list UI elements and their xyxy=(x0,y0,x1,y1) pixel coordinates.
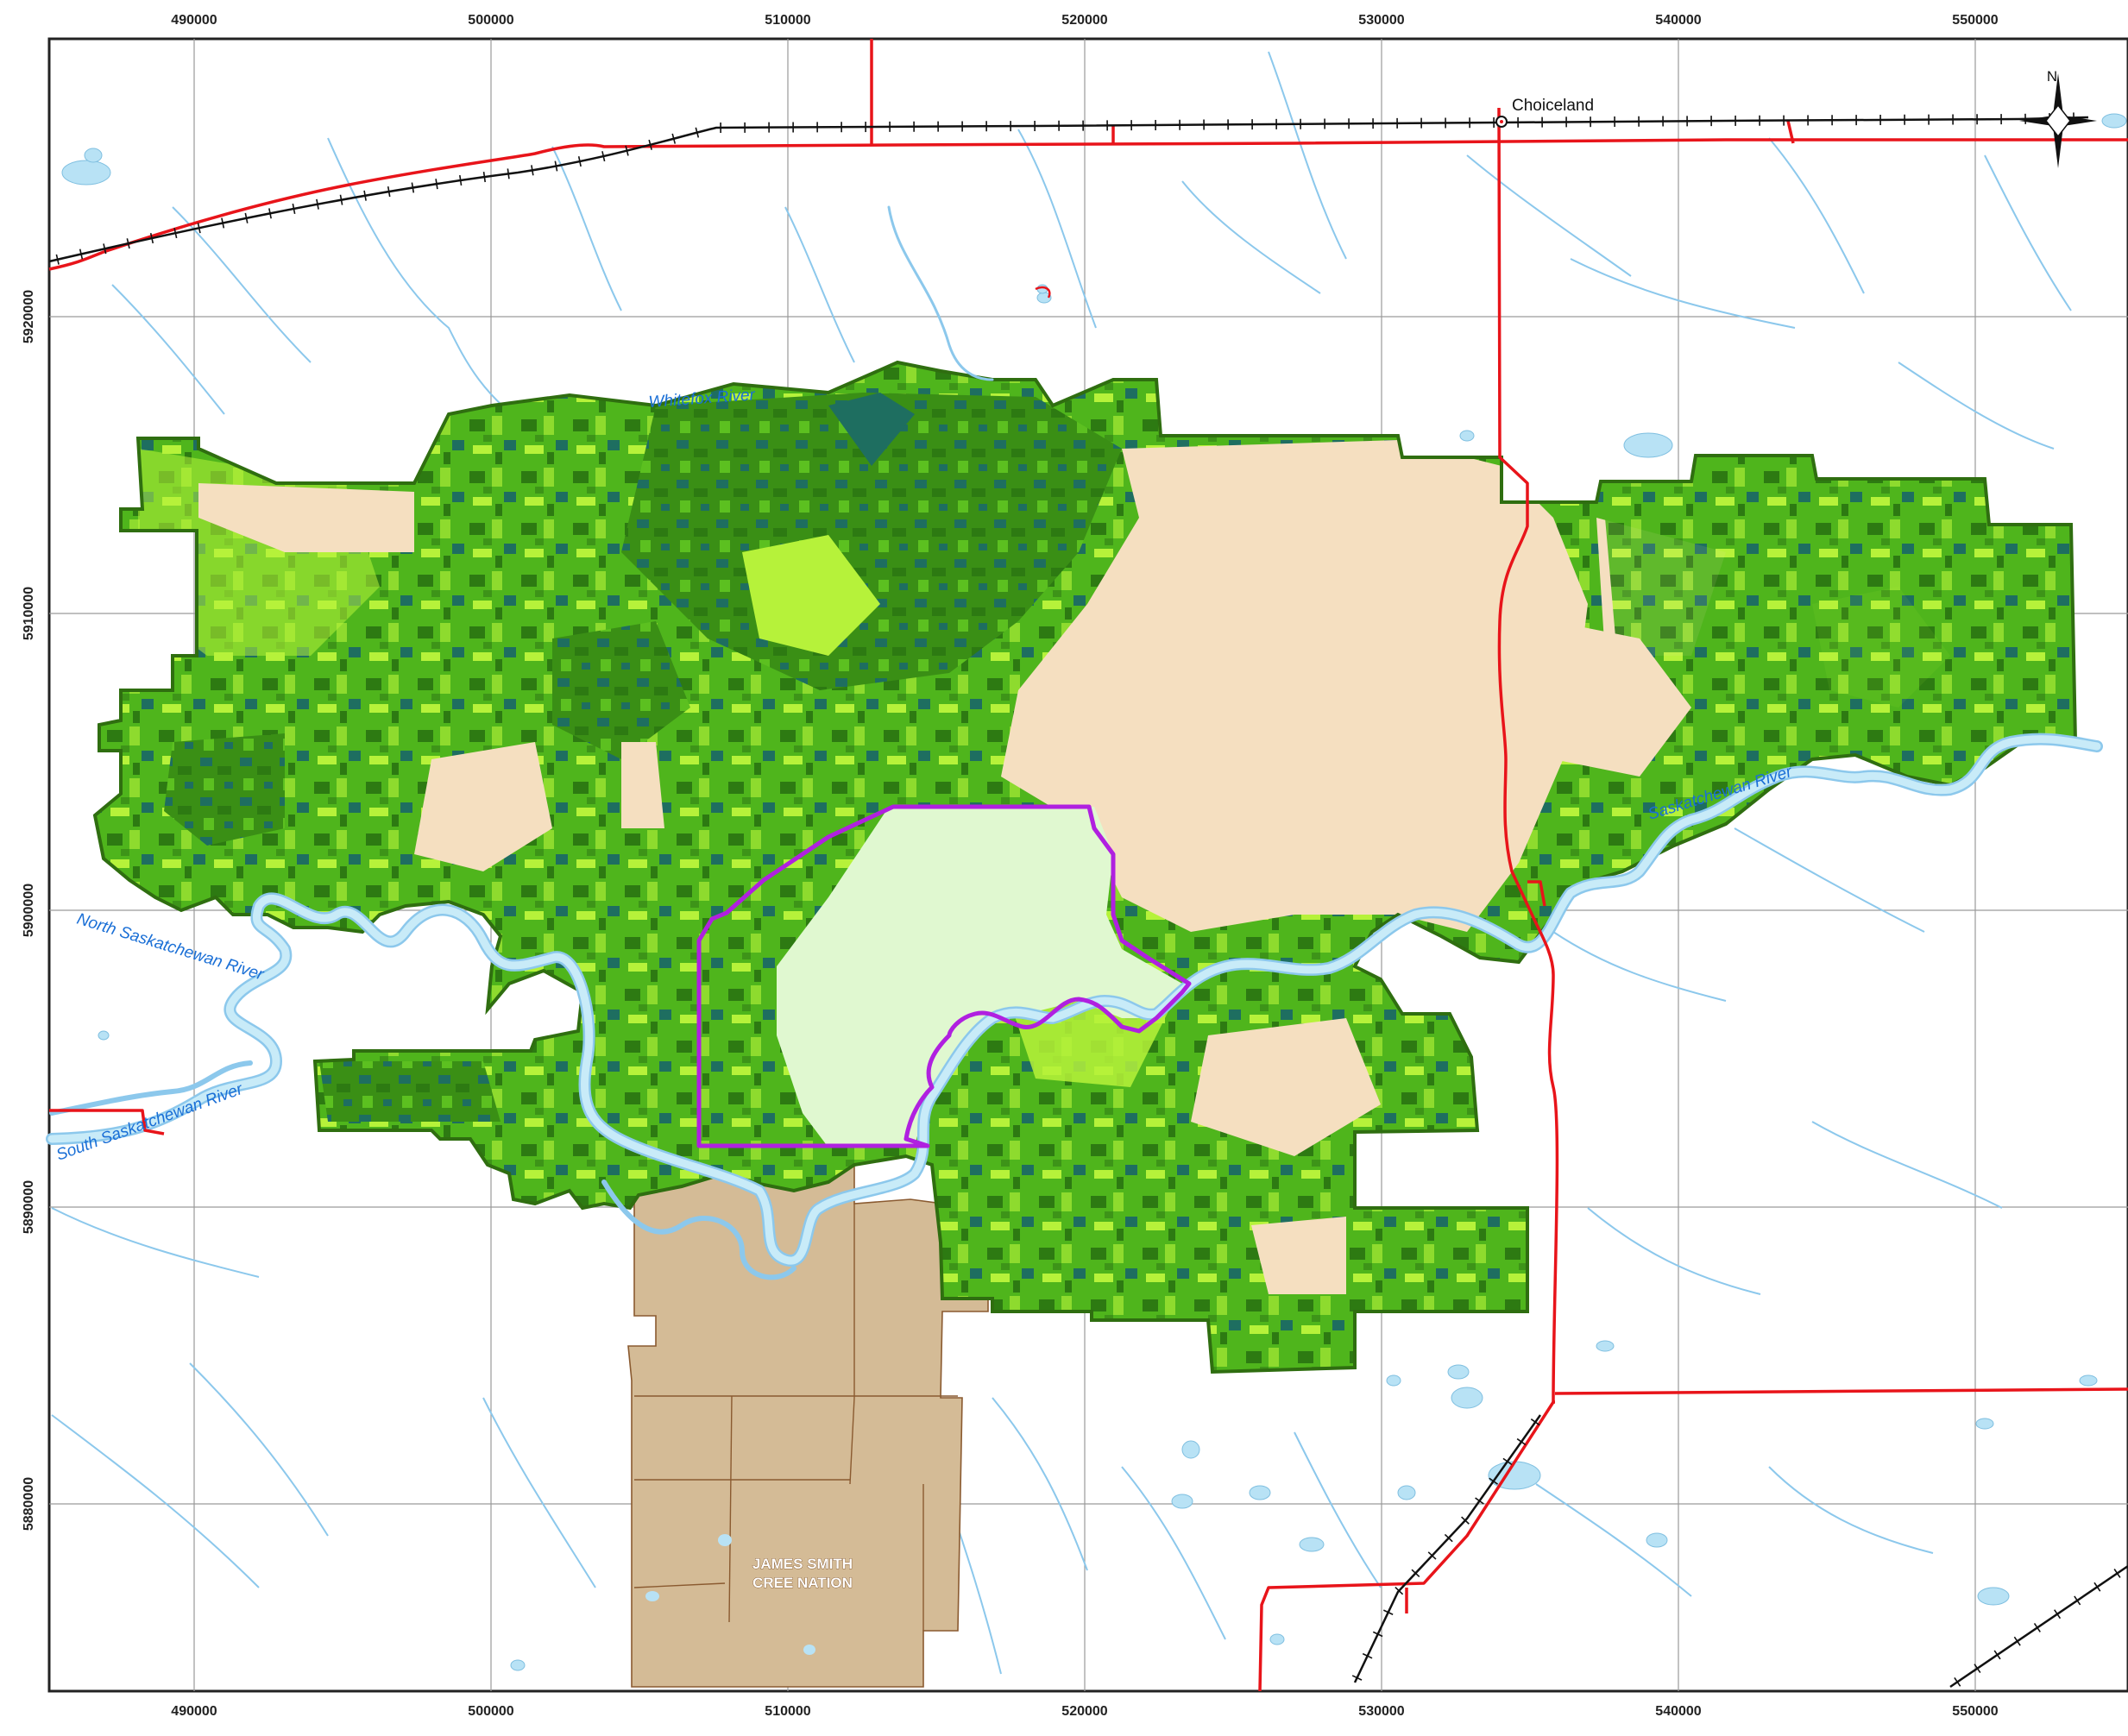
lake xyxy=(511,1660,525,1670)
reserve-label-line2: CREE NATION xyxy=(752,1575,853,1591)
lake xyxy=(1300,1538,1324,1551)
x-tick-label: 490000 xyxy=(171,1704,217,1719)
x-tick-label: 530000 xyxy=(1358,1704,1404,1719)
dark-forest-patch xyxy=(319,1061,501,1122)
north-letter: N xyxy=(2047,68,2057,85)
lake xyxy=(1250,1486,1270,1500)
lake xyxy=(2102,114,2126,128)
x-tick-label: 510000 xyxy=(765,13,810,28)
x-tick-label: 490000 xyxy=(171,13,217,28)
lake xyxy=(1270,1634,1284,1645)
lake xyxy=(85,148,102,162)
x-tick-label: 550000 xyxy=(1952,1704,1998,1719)
lake xyxy=(1398,1486,1415,1500)
town-dot-center xyxy=(1500,120,1503,123)
x-tick-label: 520000 xyxy=(1061,1704,1107,1719)
lake xyxy=(1387,1375,1401,1386)
x-tick-label: 510000 xyxy=(765,1704,810,1719)
lake xyxy=(1978,1588,2009,1605)
y-tick-label: 5910000 xyxy=(22,587,36,640)
lake xyxy=(1448,1365,1469,1379)
lake xyxy=(1182,1441,1199,1458)
lake xyxy=(2080,1375,2097,1386)
x-tick-label: 540000 xyxy=(1655,1704,1701,1719)
lake xyxy=(718,1534,732,1546)
x-tick-label: 500000 xyxy=(468,13,513,28)
lake xyxy=(1976,1418,1993,1429)
lake xyxy=(1624,433,1672,457)
lake xyxy=(1646,1533,1667,1547)
y-tick-label: 5890000 xyxy=(22,1180,36,1234)
y-tick-label: 5900000 xyxy=(22,884,36,937)
lake xyxy=(1172,1494,1193,1508)
lake xyxy=(98,1031,109,1040)
x-tick-label: 500000 xyxy=(468,1704,513,1719)
x-tick-label: 520000 xyxy=(1061,13,1107,28)
y-tick-label: 5880000 xyxy=(22,1477,36,1531)
lake xyxy=(1460,431,1474,441)
lake xyxy=(1451,1387,1483,1408)
y-tick-label: 5920000 xyxy=(22,290,36,343)
x-tick-label: 550000 xyxy=(1952,13,1998,28)
lake xyxy=(1596,1341,1614,1351)
town-label-choiceland: Choiceland xyxy=(1512,97,1594,115)
x-tick-label: 530000 xyxy=(1358,13,1404,28)
x-tick-label: 540000 xyxy=(1655,13,1701,28)
lake xyxy=(645,1591,659,1601)
reserve-label-line1: JAMES SMITH xyxy=(752,1556,853,1572)
lake xyxy=(62,160,110,185)
forest-patch xyxy=(1605,483,2071,777)
town-marker-choiceland xyxy=(1496,116,1507,127)
lake xyxy=(803,1645,815,1655)
